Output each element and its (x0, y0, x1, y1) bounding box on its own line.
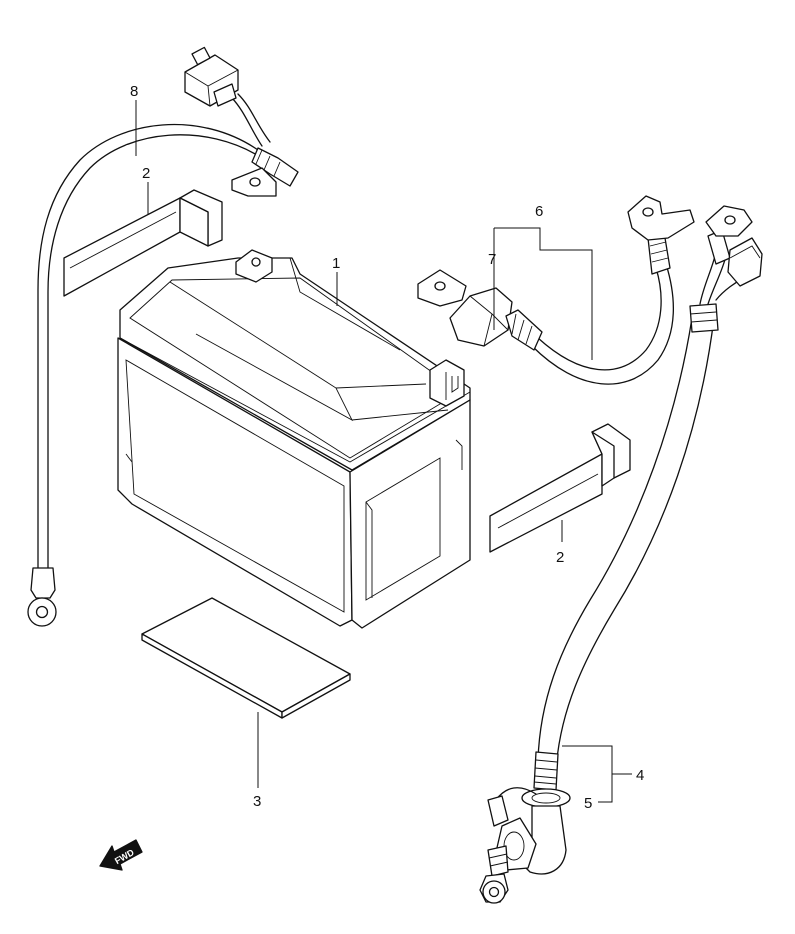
callout-8: 8 (130, 83, 138, 100)
forward-direction-arrow: FWD (99, 839, 143, 871)
positive-battery-lead (417, 195, 695, 385)
callout-7: 7 (488, 251, 496, 268)
negative-battery-lead (533, 205, 763, 791)
leader-lines (135, 100, 632, 803)
battery (117, 249, 471, 629)
callout-labels: 8 2 1 6 7 2 3 4 5 (130, 83, 644, 812)
battery-tray-pad (141, 597, 351, 719)
battery-spacer-lower (489, 423, 631, 553)
callout-3: 3 (253, 793, 261, 810)
breather-lead-wire (27, 46, 299, 627)
battery-terminal-boot (479, 787, 571, 904)
callout-4: 4 (636, 767, 644, 784)
callout-1: 1 (332, 255, 340, 272)
callout-2-upper: 2 (142, 165, 150, 182)
callout-5: 5 (584, 795, 592, 812)
callout-2-lower: 2 (556, 549, 564, 566)
callout-6: 6 (535, 203, 543, 220)
battery-spacer-upper (63, 189, 223, 297)
